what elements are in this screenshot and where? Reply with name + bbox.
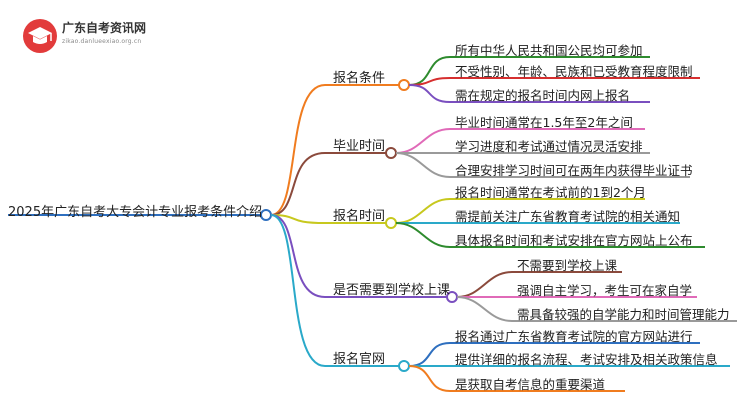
leaf-label: 不需要到学校上课 xyxy=(517,258,618,273)
branch-label: 是否需要到学校上课 xyxy=(333,283,451,298)
branch-node-circle xyxy=(398,360,410,372)
root-node-circle xyxy=(260,209,272,221)
branch-label: 报名官网 xyxy=(333,352,386,367)
root-node: 2025年广东自考大专会计专业报考条件介绍 xyxy=(8,205,263,220)
branch-edge xyxy=(270,214,399,367)
leaf-label: 提供详细的报名流程、考试安排及相关政策信息 xyxy=(455,352,718,367)
leaf-edge xyxy=(395,152,690,178)
branch-label: 报名时间 xyxy=(333,209,386,224)
leaf-label: 不受性别、年龄、民族和已受教育程度限制 xyxy=(455,64,693,79)
site-logo: 广东自考资讯网 zikao.danlueexiao.org.cn xyxy=(22,16,172,56)
leaf-edge xyxy=(408,365,625,392)
branch-node-circle xyxy=(385,217,397,229)
branch-label: 报名条件 xyxy=(333,71,386,86)
leaf-label: 学习进度和考试通过情况灵活安排 xyxy=(455,139,643,154)
leaf-edge xyxy=(456,296,737,322)
leaf-label: 报名通过广东省教育考试院的官方网站进行 xyxy=(455,329,693,344)
leaf-label: 需提前关注广东省教育考试院的相关通知 xyxy=(455,209,681,224)
leaf-label: 需在规定的报名时间内网上报名 xyxy=(455,88,631,103)
branch-edge xyxy=(270,214,386,224)
graduation-cap-icon xyxy=(23,19,57,53)
leaf-label: 是获取自考信息的重要渠道 xyxy=(455,377,606,392)
branch-node-circle xyxy=(385,147,397,159)
leaf-label: 需具备较强的自学能力和时间管理能力 xyxy=(517,307,730,322)
branch-edge xyxy=(270,84,399,216)
leaf-edge xyxy=(395,222,705,248)
branch-edge xyxy=(270,152,386,216)
logo-subtitle: zikao.danlueexiao.org.cn xyxy=(62,38,142,45)
leaf-label: 强调自主学习，考生可在家自学 xyxy=(517,283,693,298)
logo-title: 广东自考资讯网 xyxy=(62,21,147,35)
leaf-label: 所有中华人民共和国公民均可参加 xyxy=(455,43,643,58)
leaf-label: 合理安排学习时间可在两年内获得毕业证书 xyxy=(455,163,693,178)
branch-node-circle xyxy=(398,79,410,91)
leaf-edge xyxy=(408,84,650,103)
branch-label: 毕业时间 xyxy=(333,139,386,154)
leaf-label: 具体报名时间和考试安排在官方网站上公布 xyxy=(455,233,693,248)
leaf-label: 毕业时间通常在1.5年至2年之间 xyxy=(455,115,633,130)
leaf-label: 报名时间通常在考试前的1到2个月 xyxy=(455,185,646,200)
branch-edge xyxy=(270,214,447,298)
